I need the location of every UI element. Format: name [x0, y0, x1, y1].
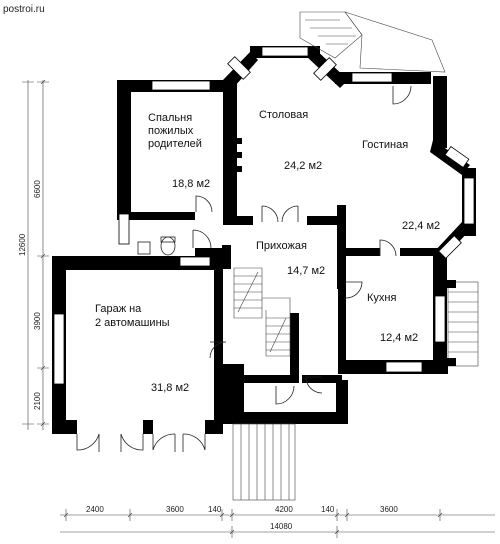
- dim-bottom-2: 3600: [166, 505, 184, 514]
- dim-left-2: 12600: [18, 233, 27, 256]
- dim-bottom-6: 3600: [380, 505, 398, 514]
- bottom-dimension-line: 2400 3600 140 4200 140 3600 14080: [60, 505, 495, 538]
- bedroom-area: 18,8 м2: [172, 178, 210, 190]
- dim-bottom-3: 140: [208, 505, 222, 514]
- fixtures: [137, 138, 242, 256]
- dim-bottom-5: 140: [321, 505, 335, 514]
- dining-label: Столовая: [259, 109, 308, 121]
- room-labels: Спальня пожилых родителей 18,8 м2 Столов…: [95, 109, 440, 394]
- dim-left-1: 6600: [33, 180, 42, 198]
- hall-label: Прихожая: [256, 240, 307, 252]
- doors: [76, 85, 412, 452]
- windows: [53, 46, 475, 385]
- dining-area: 24,2 м2: [284, 160, 322, 172]
- kitchen-area: 12,4 м2: [380, 332, 418, 344]
- dim-left-4: 2100: [33, 392, 42, 410]
- hall-area: 14,7 м2: [287, 265, 325, 277]
- dim-bottom-total: 14080: [270, 522, 293, 531]
- dim-bottom-4: 4200: [275, 505, 293, 514]
- bedroom-label-3: родителей: [148, 138, 202, 150]
- garage-label-2: 2 автомашины: [95, 317, 170, 329]
- bedroom-label-2: пожилых: [148, 125, 194, 137]
- garage-label-1: Гараж на: [95, 303, 142, 315]
- watermark: postroi.ru: [3, 4, 45, 15]
- stairs: [232, 11, 479, 501]
- living-area: 22,4 м2: [402, 220, 440, 232]
- left-dimension-line: 6600 12600 3900 2100: [18, 79, 49, 430]
- dim-bottom-1: 2400: [86, 505, 104, 514]
- living-label: Гостиная: [362, 139, 408, 151]
- garage-area: 31,8 м2: [151, 382, 189, 394]
- kitchen-label: Кухня: [367, 292, 396, 304]
- dim-left-3: 3900: [33, 312, 42, 330]
- bedroom-label-1: Спальня: [148, 112, 192, 124]
